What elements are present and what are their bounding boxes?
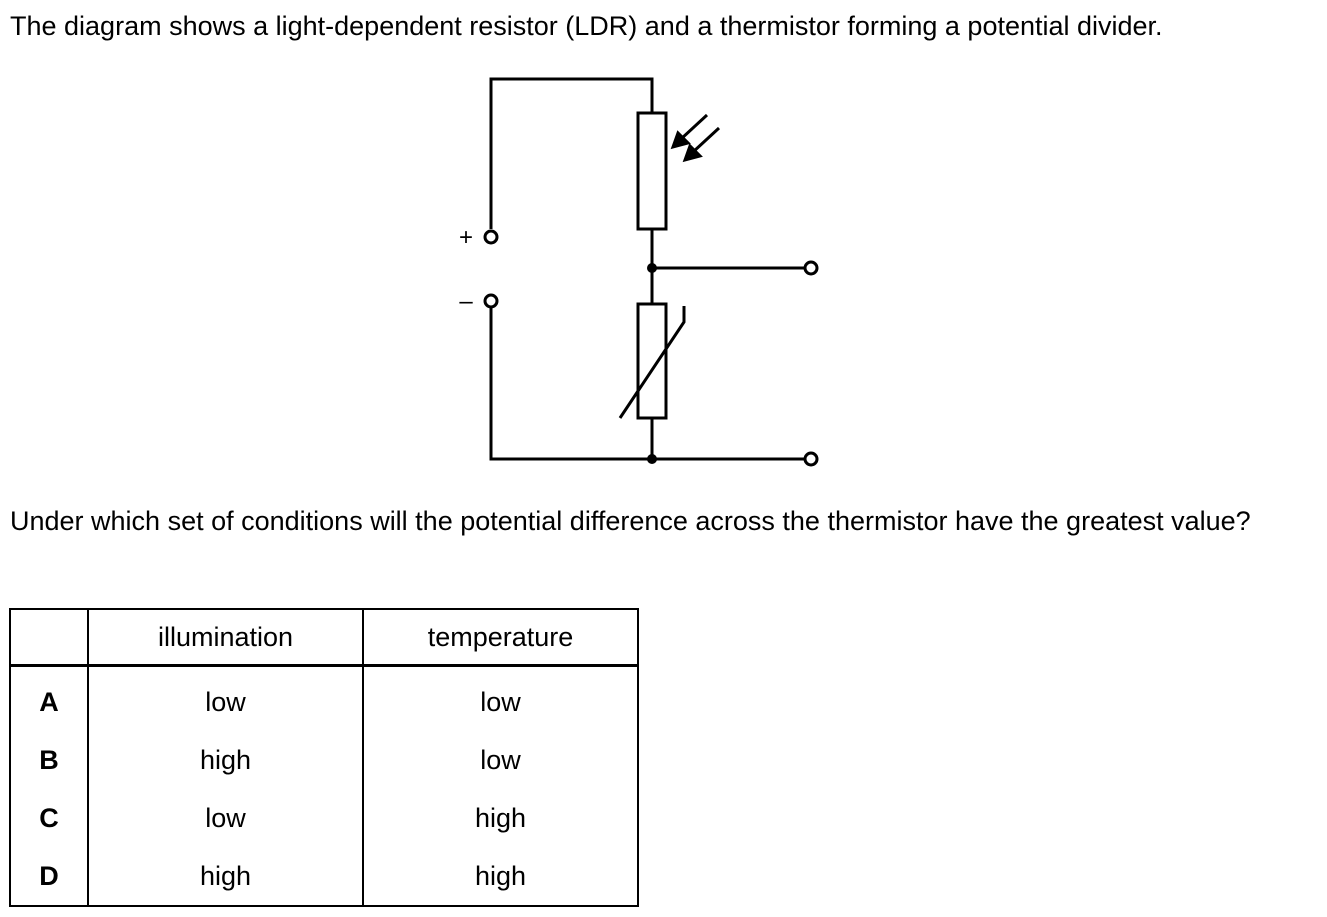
header-temperature: temperature [362,608,639,667]
minus-label: – [459,288,473,315]
options-table: illumination temperature A low low B hig… [9,608,639,907]
header-illumination: illumination [87,608,364,667]
question-text: Under which set of conditions will the p… [10,506,1251,536]
table-row: B high low [9,731,639,789]
junction-dot-top [647,263,657,273]
top-wire [489,77,654,229]
illumination-cell: high [87,731,364,789]
plus-terminal [483,229,499,245]
temperature-cell: high [362,789,639,847]
temperature-cell: low [362,665,639,731]
output-terminal-bottom [803,451,819,467]
ldr-resistor [636,111,668,231]
junction-dot-bottom [647,454,657,464]
thermistor-symbol-line [618,306,686,419]
illumination-cell: high [87,847,364,907]
option-key: B [9,731,89,789]
light-arrow-2 [691,126,721,154]
light-arrow-1 [679,113,709,141]
bottom-wire [489,307,805,461]
option-key: A [9,665,89,731]
table-header-row: illumination temperature [9,608,639,667]
table-row: A low low [9,665,639,731]
option-key: C [9,789,89,847]
temperature-cell: low [362,731,639,789]
illumination-cell: low [87,665,364,731]
header-key [9,608,89,667]
potential-divider-circuit: + – [459,77,819,467]
intro-text: The diagram shows a light-dependent resi… [10,11,1163,41]
plus-label: + [459,224,473,251]
temperature-cell: high [362,847,639,907]
table-row: D high high [9,847,639,907]
minus-terminal [483,293,499,309]
output-terminal-top [803,260,819,276]
option-key: D [9,847,89,907]
light-arrow-2-head [682,143,703,163]
table-row: C low high [9,789,639,847]
light-arrow-1-head [670,130,691,150]
thermistor-resistor [636,302,668,420]
illumination-cell: low [87,789,364,847]
